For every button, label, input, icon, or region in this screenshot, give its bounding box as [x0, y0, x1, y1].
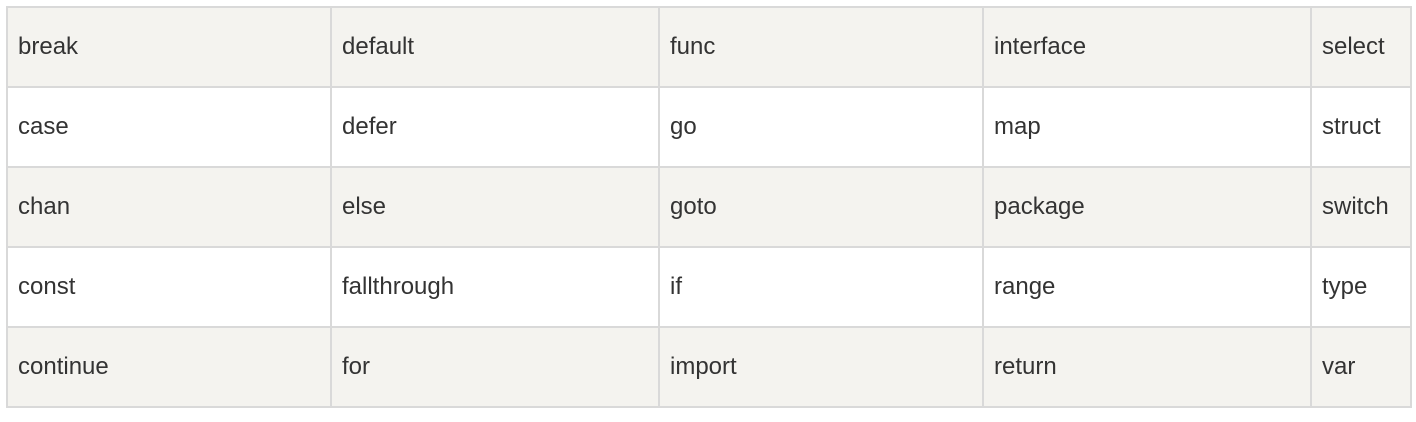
table-cell: if [658, 246, 984, 328]
keywords-table: break default func interface select case… [6, 6, 1412, 408]
table-row: break default func interface select [6, 6, 1412, 88]
table-cell: select [1310, 6, 1412, 88]
keywords-table-container: break default func interface select case… [6, 6, 1412, 408]
table-row: const fallthrough if range type [6, 246, 1412, 328]
table-cell: type [1310, 246, 1412, 328]
table-cell: return [982, 326, 1312, 408]
table-cell: case [6, 86, 332, 168]
table-row: case defer go map struct [6, 86, 1412, 168]
table-cell: package [982, 166, 1312, 248]
table-cell: break [6, 6, 332, 88]
table-cell: const [6, 246, 332, 328]
table-cell: for [330, 326, 660, 408]
table-cell: go [658, 86, 984, 168]
table-cell: default [330, 6, 660, 88]
table-cell: func [658, 6, 984, 88]
table-cell: struct [1310, 86, 1412, 168]
table-cell: chan [6, 166, 332, 248]
table-cell: interface [982, 6, 1312, 88]
table-cell: var [1310, 326, 1412, 408]
table-cell: goto [658, 166, 984, 248]
table-row: chan else goto package switch [6, 166, 1412, 248]
table-cell: else [330, 166, 660, 248]
table-cell: import [658, 326, 984, 408]
table-cell: fallthrough [330, 246, 660, 328]
table-cell: defer [330, 86, 660, 168]
table-cell: map [982, 86, 1312, 168]
table-cell: switch [1310, 166, 1412, 248]
table-row: continue for import return var [6, 326, 1412, 408]
table-cell: range [982, 246, 1312, 328]
table-cell: continue [6, 326, 332, 408]
